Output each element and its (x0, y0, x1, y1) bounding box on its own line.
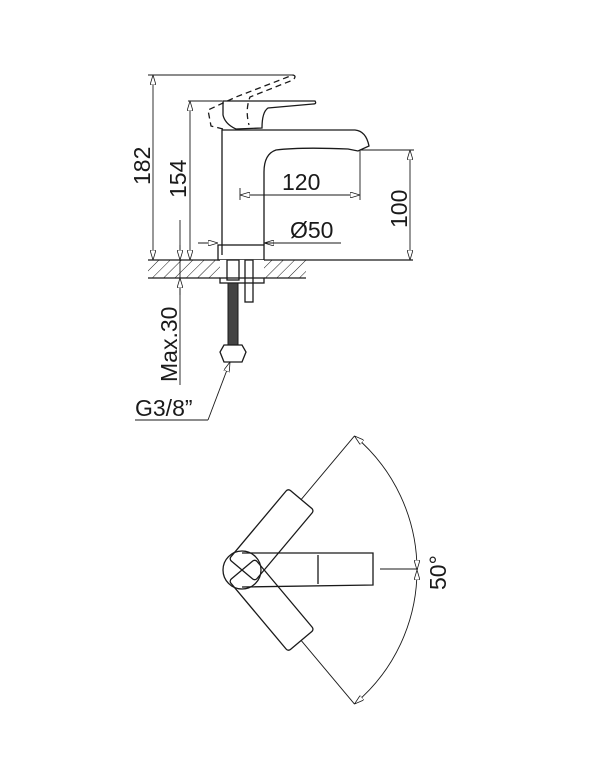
lever-pivot (222, 550, 262, 590)
dimension-spout-reach: 120 (282, 169, 320, 195)
side-view: 182 154 120 100 Ø50 Max.30 G3/8” (129, 74, 414, 421)
dimension-base-diameter: Ø50 (290, 217, 333, 243)
lever-rotated-right (229, 559, 355, 705)
dimension-overall-height: 182 (129, 147, 155, 185)
faucet-body (207, 74, 370, 261)
dimension-spout-height: 100 (386, 190, 412, 228)
dimension-max-deck-thickness: Max.30 (156, 307, 182, 382)
deck-surface (148, 259, 413, 284)
top-view: 50° (222, 425, 451, 715)
dimension-body-height: 154 (165, 159, 191, 198)
lever-rotated-left (229, 435, 355, 581)
dimension-connection-thread: G3/8” (135, 395, 193, 421)
supply-hose (219, 259, 254, 363)
dimension-rotation-angle: 50° (425, 555, 451, 590)
